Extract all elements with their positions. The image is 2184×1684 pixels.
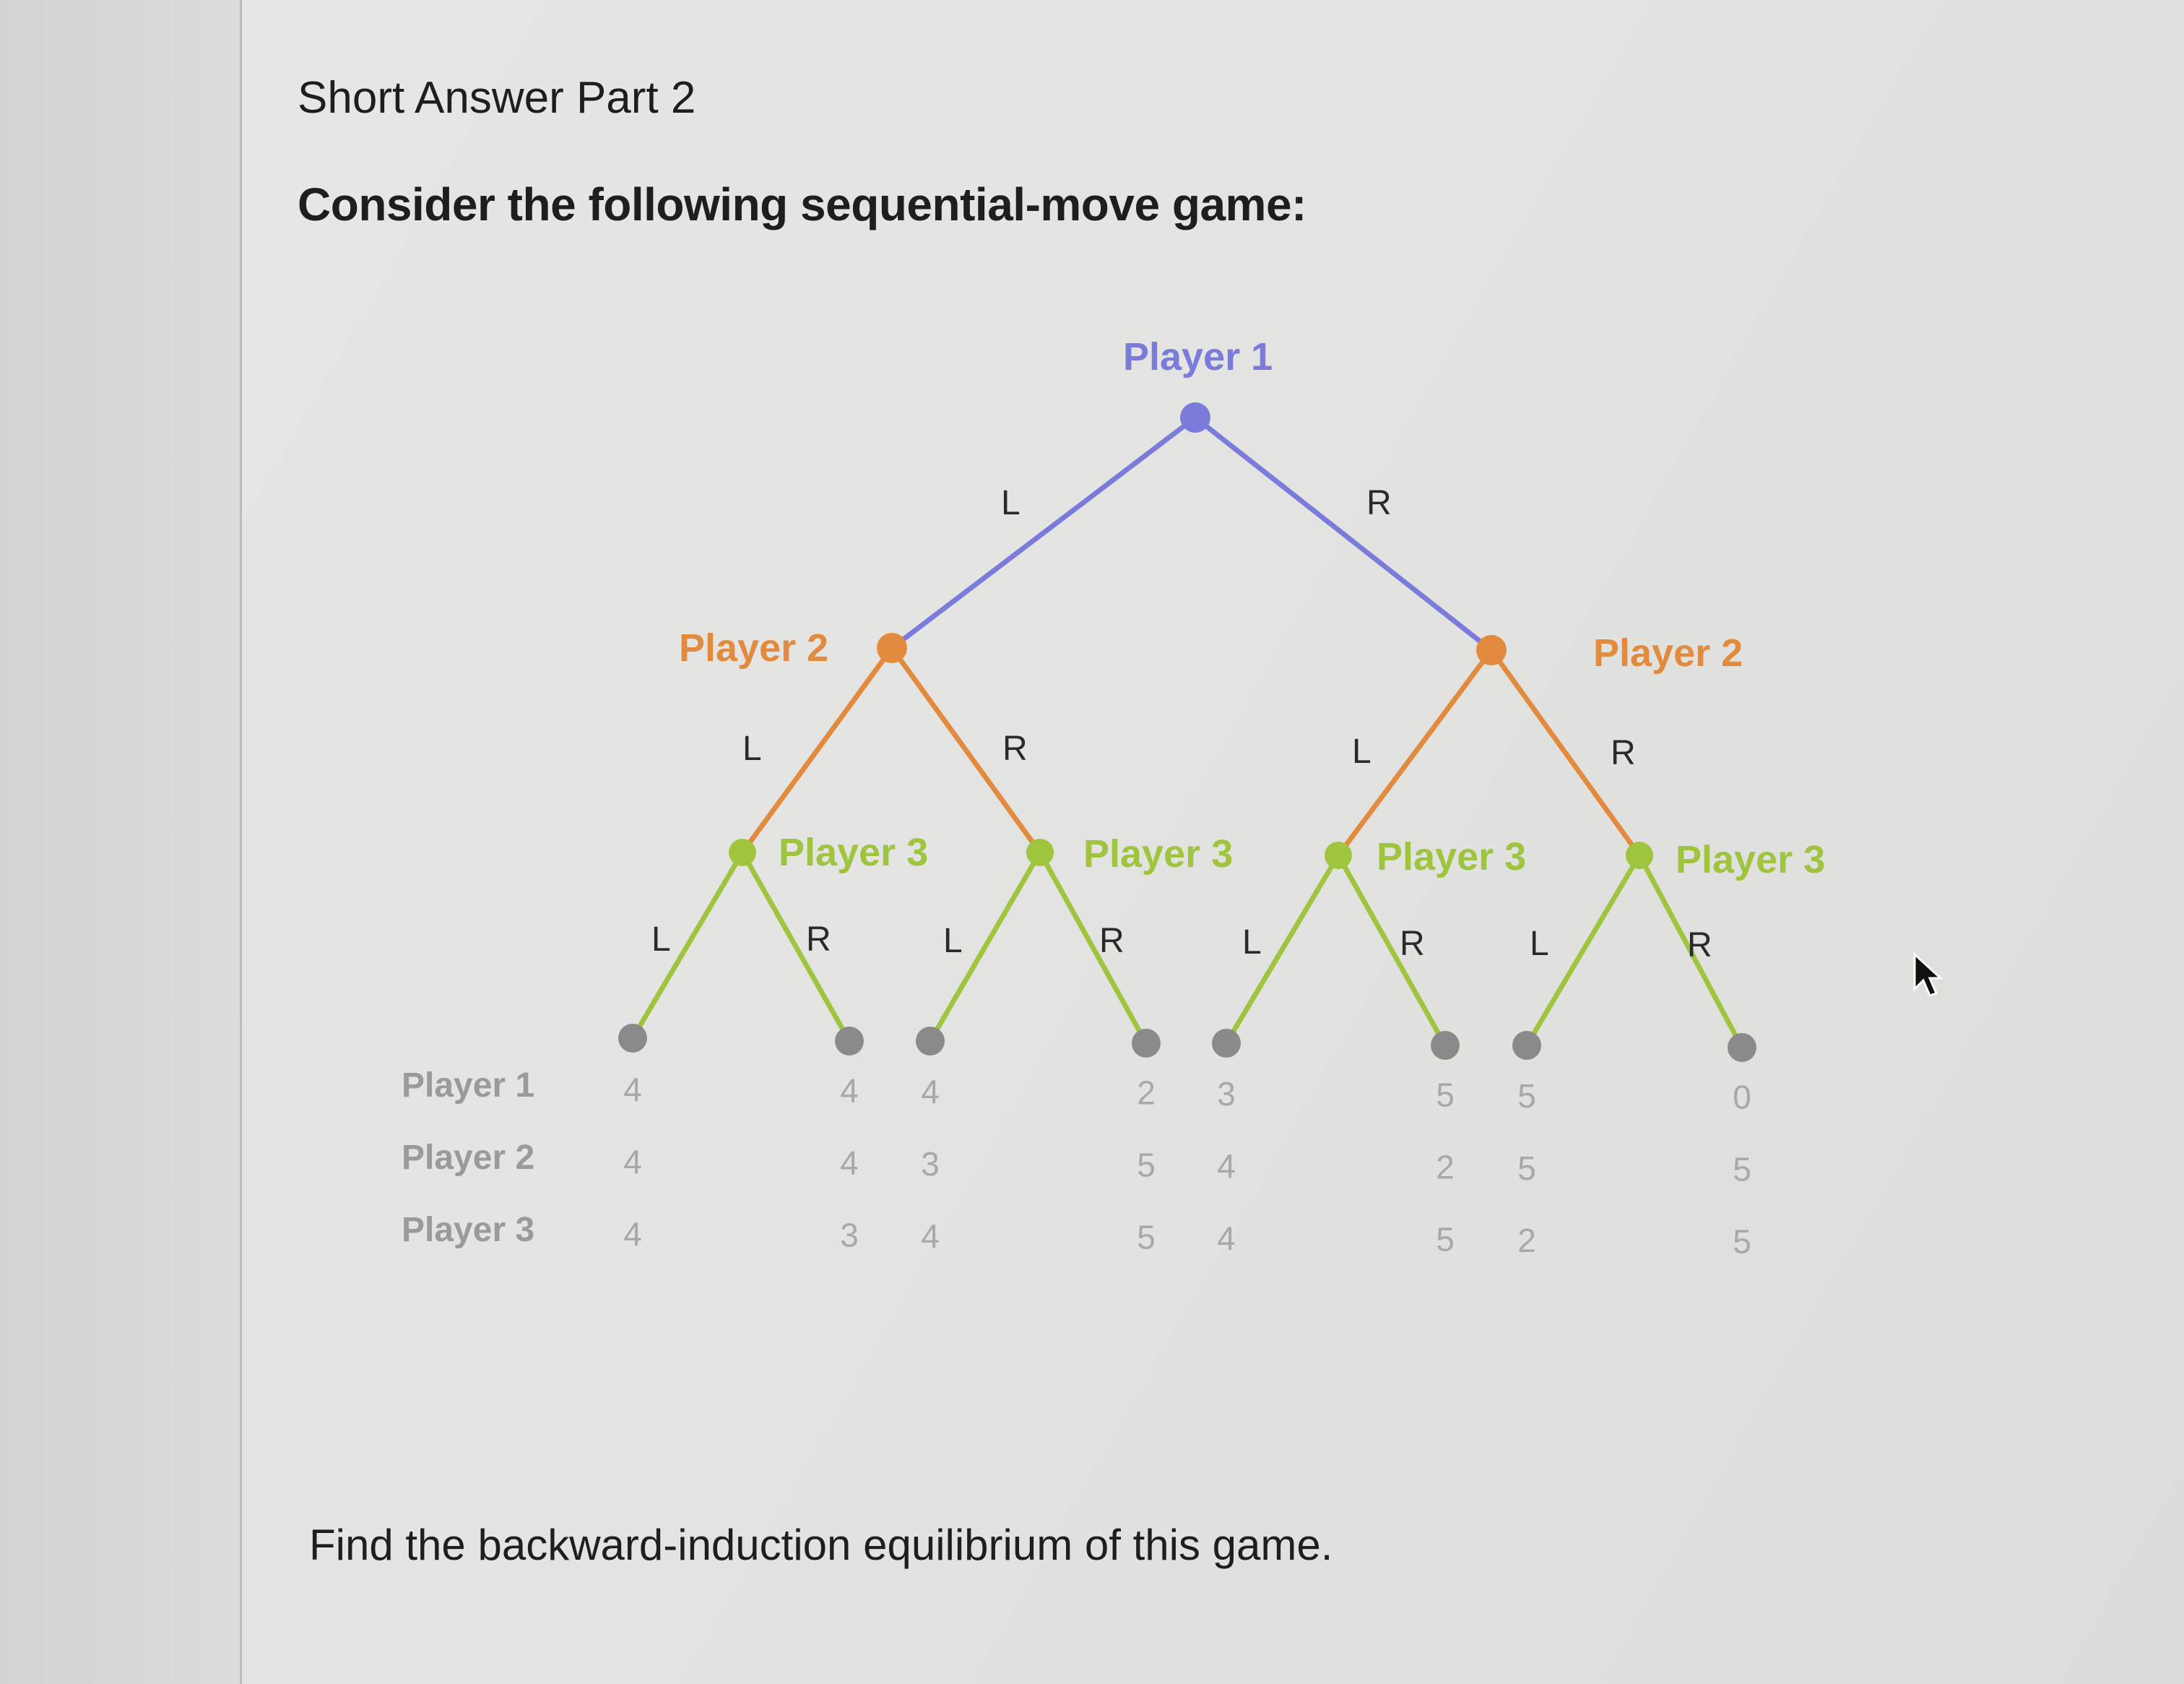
edge-p3a-left [630, 851, 745, 1040]
move-label-p3a-right: R [806, 920, 831, 959]
p3-node-2 [1026, 839, 1054, 866]
root-node [1180, 402, 1210, 433]
move-label-p1-right: R [1366, 484, 1392, 522]
edge-p1-right [1193, 415, 1494, 652]
p2-label-right: Player 2 [1593, 631, 1743, 675]
edge-p2a-left [740, 646, 894, 855]
terminal-node [1512, 1031, 1541, 1060]
payoff-value: 2 [1517, 1222, 1536, 1259]
payoff-value: 5 [1137, 1219, 1156, 1256]
payoff-value: 2 [1436, 1149, 1455, 1186]
edge-p2b-left [1336, 648, 1494, 858]
edge-p3b-left [927, 851, 1043, 1042]
payoff-row-label-player1: Player 1 [402, 1066, 534, 1105]
p3-node-4 [1626, 842, 1653, 869]
payoff-value: 5 [1137, 1147, 1156, 1184]
payoff-value: 2 [1137, 1074, 1156, 1112]
payoff-value: 4 [921, 1073, 940, 1110]
question-text: Find the backward-induction equilibrium … [309, 1521, 1333, 1569]
edge-p3c-left [1223, 854, 1341, 1045]
edge-p2a-right [890, 646, 1042, 855]
payoff-value: 3 [921, 1145, 940, 1183]
section-heading: Short Answer Part 2 [298, 73, 696, 123]
terminal-node [916, 1027, 945, 1055]
payoff-value: 4 [1217, 1147, 1236, 1185]
root-player-label: Player 1 [1123, 335, 1273, 379]
payoff-value: 3 [840, 1217, 859, 1254]
payoff-table: 4 4 4 4 4 3 4 3 4 2 5 5 3 4 4 5 2 5 5 5 2 0 5 5 [623, 1071, 1751, 1261]
question-prompt: Consider the following sequential-move g… [298, 178, 1306, 230]
move-label-p3b-left: L [943, 922, 963, 960]
move-label-p2a-right: R [1002, 730, 1028, 768]
payoff-row-label-player2: Player 2 [402, 1139, 534, 1177]
left-margin [0, 0, 240, 1684]
move-label-p2b-right: R [1611, 734, 1636, 772]
payoff-value: 4 [623, 1071, 642, 1108]
move-label-p3c-left: L [1242, 923, 1262, 962]
terminal-node [1212, 1029, 1241, 1058]
p3-node-3 [1325, 842, 1352, 869]
payoff-value: 0 [1733, 1079, 1751, 1116]
payoff-value: 4 [921, 1217, 940, 1255]
terminal-node [1132, 1029, 1161, 1058]
page-background [240, 0, 2184, 1684]
terminal-node [618, 1024, 647, 1053]
move-label-p1-left: L [1001, 484, 1020, 522]
p3-label-3: Player 3 [1377, 835, 1526, 878]
payoff-value: 4 [1217, 1219, 1236, 1257]
move-label-p3b-right: R [1099, 922, 1124, 960]
payoff-value: 5 [1436, 1221, 1455, 1258]
move-label-p2b-left: L [1352, 733, 1372, 771]
move-label-p3d-right: R [1687, 926, 1712, 964]
payoff-value: 4 [840, 1144, 859, 1182]
p2-node-left [877, 633, 907, 663]
p3-label-4: Player 3 [1676, 838, 1825, 881]
terminal-node [835, 1027, 864, 1055]
payoff-value: 5 [1733, 1151, 1751, 1188]
move-label-p3a-left: L [651, 920, 671, 959]
payoff-value: 3 [1217, 1075, 1236, 1113]
edge-p3b-right [1037, 851, 1149, 1045]
payoff-value: 5 [1517, 1149, 1536, 1187]
edge-p3d-right [1637, 854, 1745, 1049]
p2-node-right [1476, 635, 1507, 665]
edge-p3c-right [1335, 854, 1448, 1047]
payoff-value: 4 [840, 1072, 859, 1110]
payoff-value: 4 [623, 1143, 642, 1180]
mouse-cursor-icon [1913, 952, 1943, 997]
edge-p1-left [890, 415, 1197, 650]
payoff-row-label-player3: Player 3 [402, 1211, 534, 1249]
edge-p3a-right [740, 851, 852, 1042]
edge-p3d-left [1524, 854, 1642, 1047]
terminal-node [1431, 1031, 1460, 1060]
payoff-value: 5 [1733, 1223, 1751, 1261]
payoff-value: 5 [1436, 1076, 1455, 1114]
payoff-value: 4 [623, 1215, 642, 1253]
p2-label-left: Player 2 [679, 626, 828, 670]
terminal-node [1728, 1033, 1756, 1062]
move-label-p2a-left: L [742, 730, 762, 768]
payoff-value: 5 [1517, 1077, 1536, 1115]
move-label-p3d-left: L [1530, 925, 1549, 963]
p3-label-1: Player 3 [779, 831, 928, 874]
move-label-p3c-right: R [1400, 925, 1425, 963]
p3-label-2: Player 3 [1083, 832, 1233, 876]
edge-p2b-right [1489, 648, 1642, 858]
p3-node-1 [729, 839, 756, 866]
